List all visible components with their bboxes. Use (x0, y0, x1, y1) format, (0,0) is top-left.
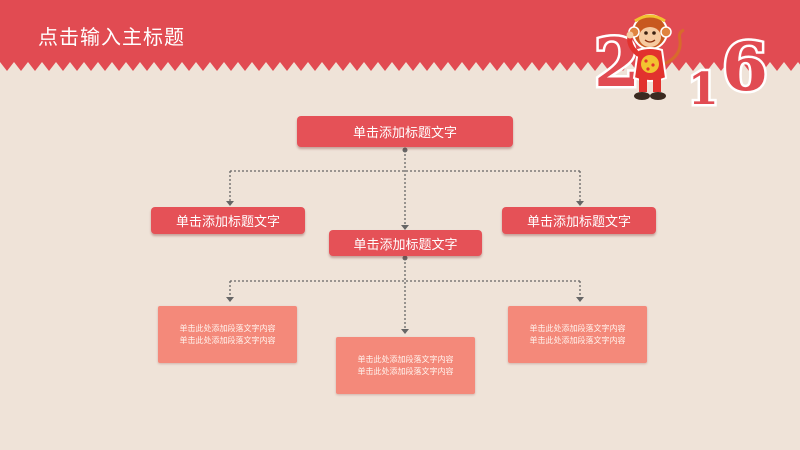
right-text-box[interactable]: 单击此处添加段落文字内容 单击此处添加段落文字内容 (508, 306, 647, 363)
right-title-box[interactable]: 单击添加标题文字 (502, 207, 656, 234)
year-digit-6: 6 (722, 28, 768, 106)
page-title[interactable]: 点击输入主标题 (38, 25, 185, 49)
monkey-mascot-icon (626, 14, 685, 100)
center-text-box[interactable]: 单击此处添加段落文字内容 单击此处添加段落文字内容 (336, 337, 475, 394)
arrow-head (226, 201, 234, 206)
arrow-head (401, 329, 409, 334)
left-text-box[interactable]: 单击此处添加段落文字内容 单击此处添加段落文字内容 (158, 306, 297, 363)
arrow-head (226, 297, 234, 302)
center-title-text: 单击添加标题文字 (353, 237, 458, 253)
connector-dot (402, 147, 408, 153)
left-title-text: 单击添加标题文字 (175, 215, 280, 230)
connector-dot (402, 255, 408, 261)
center-text-line: 单击此处添加段落文字内容 (357, 366, 454, 376)
right-text-line: 单击此处添加段落文字内容 (529, 335, 626, 345)
arrow-head (576, 201, 584, 206)
year-logo: 2 1 6 (592, 14, 770, 118)
left-title-box[interactable]: 单击添加标题文字 (151, 207, 305, 234)
root-title-box[interactable]: 单击添加标题文字 (297, 116, 513, 147)
arrow-head (576, 297, 584, 302)
right-text-line: 单击此处添加段落文字内容 (529, 323, 626, 333)
left-text-line: 单击此处添加段落文字内容 (179, 335, 276, 345)
year-digit-1: 1 (688, 64, 719, 115)
header-zigzag-edge (0, 62, 800, 71)
center-title-box[interactable]: 单击添加标题文字 (329, 230, 482, 256)
center-text-line: 单击此处添加段落文字内容 (357, 354, 454, 364)
arrow-head (401, 225, 409, 230)
left-text-line: 单击此处添加段落文字内容 (179, 323, 276, 333)
root-title-text: 单击添加标题文字 (352, 126, 457, 141)
right-title-text: 单击添加标题文字 (526, 215, 631, 230)
